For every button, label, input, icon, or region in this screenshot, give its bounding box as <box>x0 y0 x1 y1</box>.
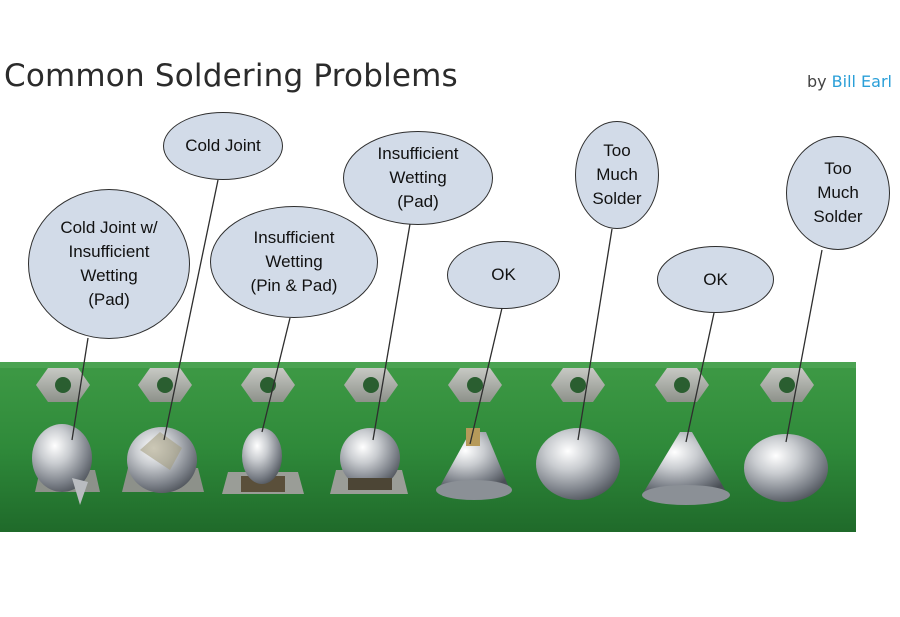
solder-joint-ok-1 <box>436 428 512 500</box>
callout-label: Insufficient Wetting (Pin & Pad) <box>250 228 338 295</box>
callout-label: Too Much Solder <box>592 141 642 208</box>
callout-ok-2: OK <box>657 246 774 313</box>
upper-pad <box>138 368 192 402</box>
upper-pad <box>36 368 90 402</box>
callout-insufficient-wetting-pin-pad: Insufficient Wetting (Pin & Pad) <box>210 206 378 318</box>
solder-joint-insufficient-pad <box>330 428 408 494</box>
solder-joint-cold <box>122 427 204 493</box>
callout-too-much-solder-1: Too Much Solder <box>575 121 659 229</box>
callout-label: OK <box>703 269 728 289</box>
leader-line <box>577 228 613 441</box>
upper-pad <box>448 368 502 402</box>
solder-joint-cold-insufficient <box>32 424 100 505</box>
callout-insufficient-wetting-pad: Insufficient Wetting (Pad) <box>343 131 493 225</box>
solder-joint-ok-2 <box>642 432 730 505</box>
callout-cold-joint: Cold Joint <box>163 112 283 180</box>
solder-joint-too-much-2 <box>744 434 828 502</box>
upper-pad <box>551 368 605 402</box>
callout-label: Insufficient Wetting (Pad) <box>377 144 459 211</box>
byline-prefix: by <box>806 72 827 91</box>
callout-label: Cold Joint <box>185 136 261 155</box>
leader-line <box>163 179 219 441</box>
page-title: Common Soldering Problems <box>4 58 458 94</box>
callout-cold-joint-insufficient-wetting-pad: Cold Joint w/ Insufficient Wetting (Pad) <box>28 189 190 339</box>
solder-joint-insufficient-pin-pad <box>222 428 304 494</box>
leader-line <box>261 317 291 433</box>
leader-line <box>685 312 715 443</box>
solder-joint-row <box>32 424 828 505</box>
solder-joint-too-much-1 <box>536 428 620 500</box>
leader-line <box>469 307 503 445</box>
upper-pad-row <box>36 368 814 402</box>
pcb-board <box>0 362 856 532</box>
upper-pad <box>655 368 709 402</box>
leader-lines <box>71 179 823 445</box>
callout-too-much-solder-2: Too Much Solder <box>786 136 890 250</box>
callout-ok-1: OK <box>447 241 560 309</box>
callout-label: OK <box>491 265 516 284</box>
leader-line <box>785 249 823 443</box>
leader-line <box>71 337 89 441</box>
callout-label: Cold Joint w/ Insufficient Wetting (Pad) <box>60 218 158 309</box>
leader-line <box>372 223 411 441</box>
upper-pad <box>760 368 814 402</box>
byline: by Bill Earl <box>807 72 892 91</box>
callout-label: Too Much Solder <box>813 159 863 226</box>
author-link[interactable]: Bill Earl <box>831 72 892 91</box>
